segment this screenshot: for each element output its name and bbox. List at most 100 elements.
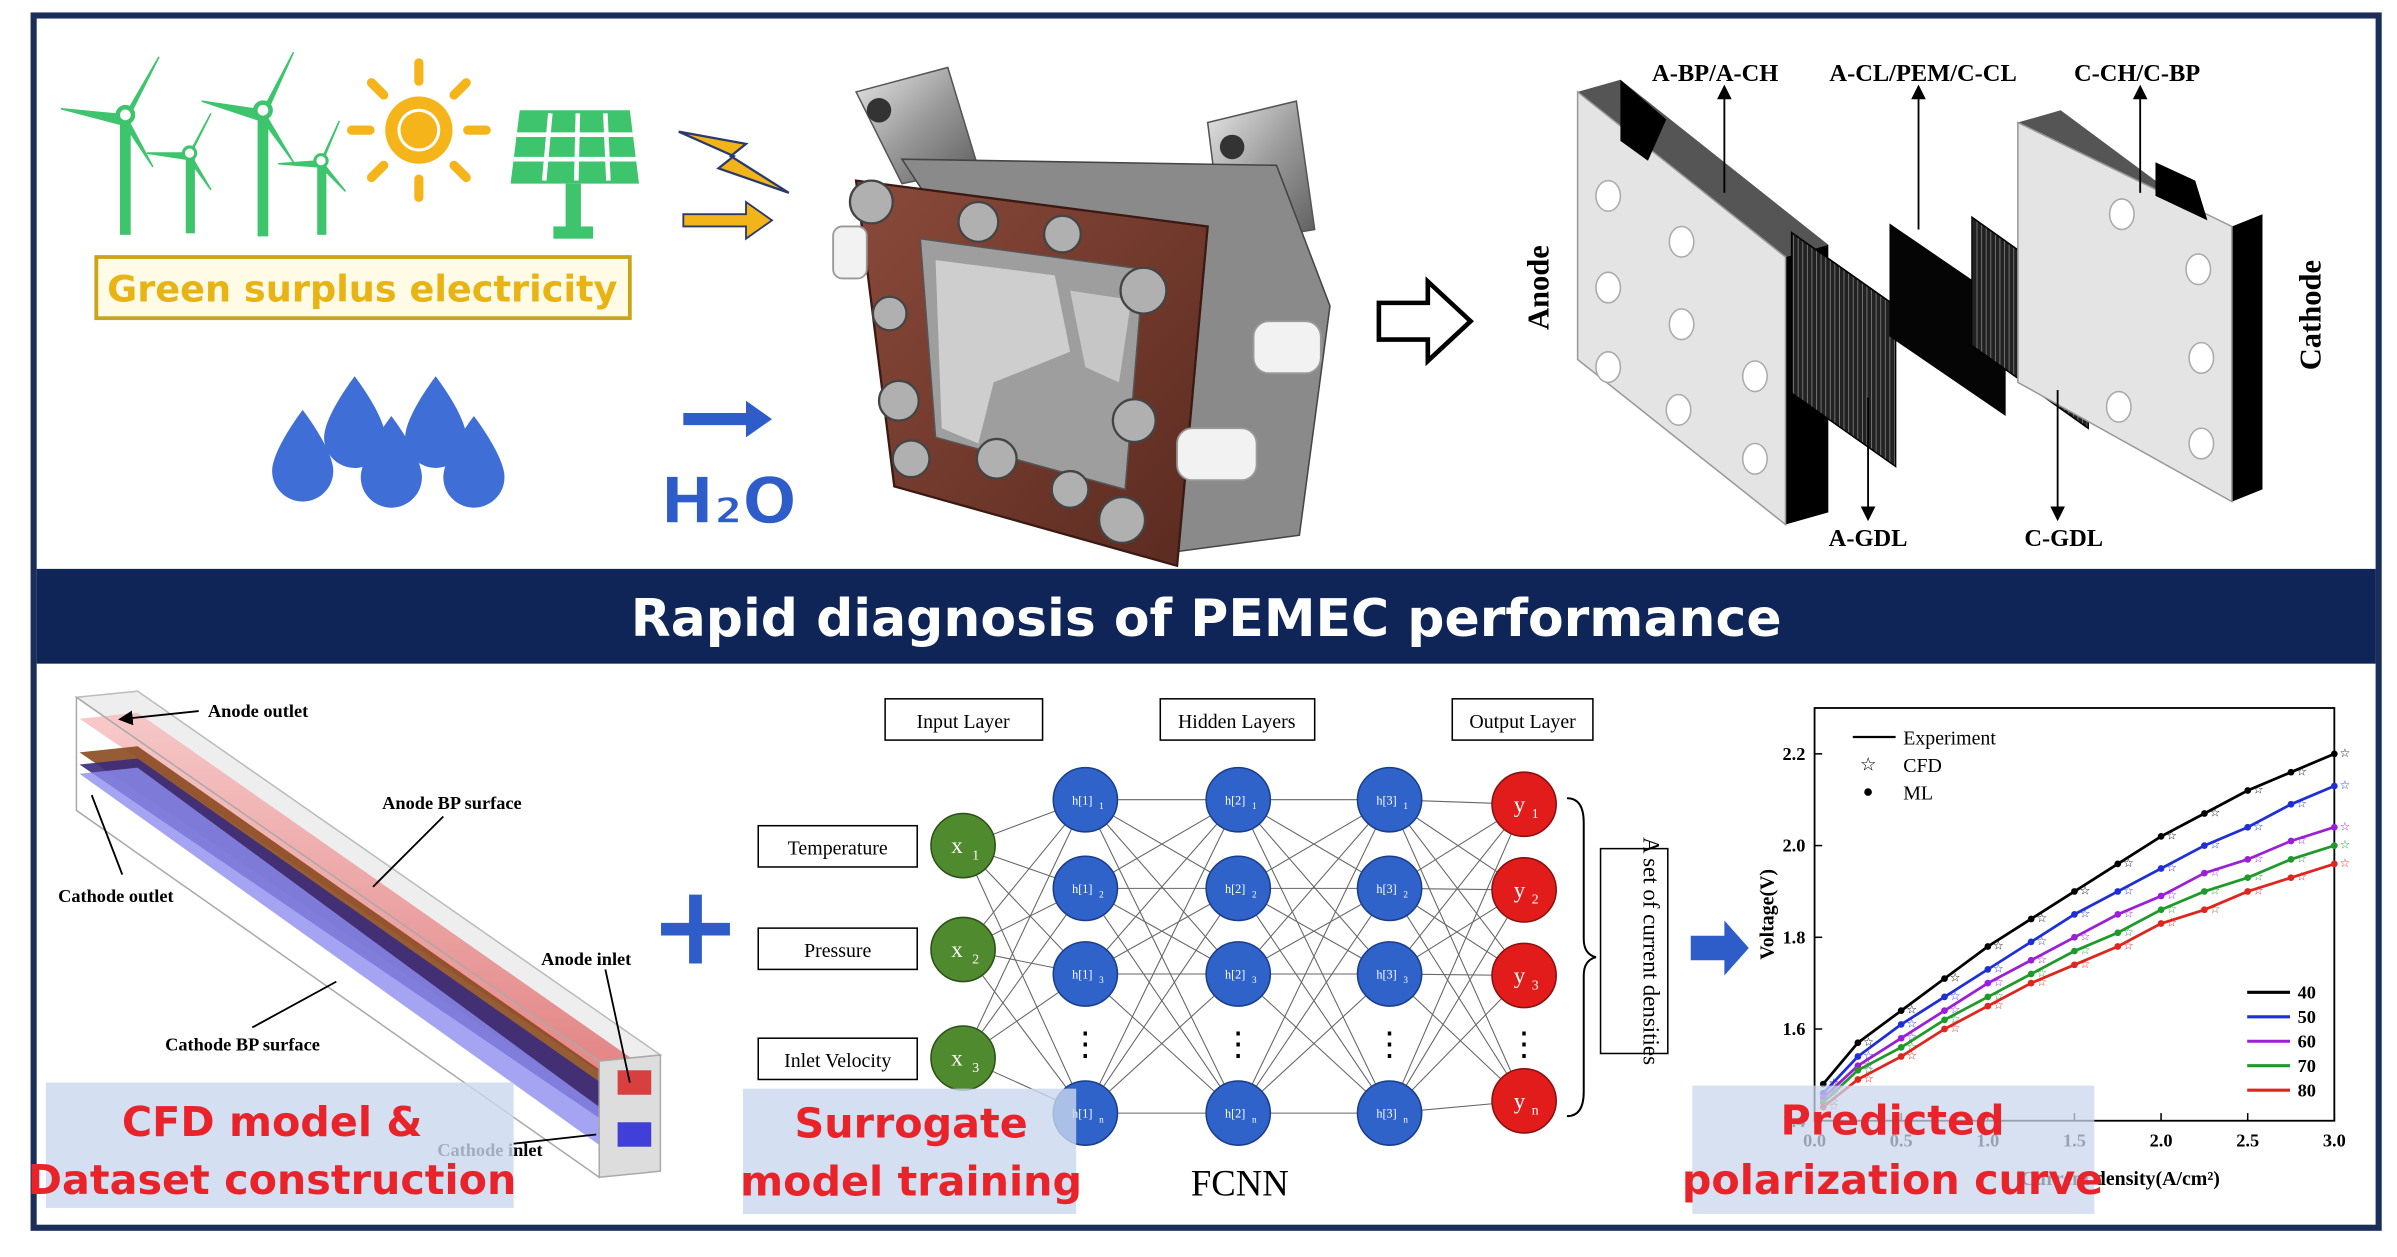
nn-hidden-node-sub: 3: [1252, 975, 1257, 985]
legend-marker-label: ML: [1903, 783, 1933, 805]
chart-point: [2201, 810, 2208, 817]
nn-caption-line1: Surrogate: [794, 1100, 1027, 1148]
chart-cfd-marker: ☆: [2123, 925, 2134, 939]
nn-output-node-sub: 2: [1532, 892, 1539, 907]
chart-point: [1854, 1039, 1862, 1047]
nn-output-node: [1491, 771, 1557, 838]
chart-cfd-marker: ☆: [1863, 1062, 1874, 1076]
chart-point: [2157, 920, 2165, 927]
nn-input-node-label: x: [951, 1046, 963, 1071]
chart-cfd-marker: ☆: [2123, 883, 2134, 897]
chart-caption-line1: Predicted: [1781, 1096, 2005, 1144]
legend-label-50: 50: [2298, 1007, 2316, 1027]
chart-cfd-marker: ☆: [2080, 883, 2091, 897]
nn-hidden-node-label: h[2]: [1225, 968, 1245, 982]
chart-cfd-marker: ☆: [1906, 1049, 1917, 1063]
nn-hidden-node: [1205, 941, 1272, 1007]
nn-edge: [1389, 799, 1525, 1102]
chart-cfd-marker: ☆: [2296, 870, 2307, 884]
stack-label-agdl: A-GDL: [1829, 525, 1908, 552]
nn-hidden-node-label: h[3]: [1376, 1107, 1396, 1121]
nn-input-velocity: Inlet Velocity: [784, 1050, 891, 1072]
nn-hidden-node-sub: 3: [1099, 975, 1104, 985]
nn-hidden-node: [1052, 855, 1119, 922]
lightning-icon: [678, 130, 790, 194]
chart-point: [2330, 860, 2338, 868]
legend-label-40: 40: [2298, 982, 2316, 1002]
nn-hidden-node-sub: 1: [1099, 801, 1104, 811]
chart-cfd-marker: ☆: [2036, 975, 2047, 989]
chart-cfd-marker: ☆: [1906, 1030, 1917, 1044]
chart-point: [2157, 865, 2165, 872]
nn-edge: [962, 888, 1086, 1059]
chart-point: [1854, 1066, 1862, 1074]
chart-cfd-marker: ☆: [2166, 861, 2177, 875]
cfd-anode-inlet: Anode inlet: [541, 949, 632, 969]
nn-output-node-sub: 1: [1532, 806, 1539, 821]
legend-dot-swatch: [1864, 788, 1872, 796]
cfd-caption-line2: Dataset construction: [28, 1156, 517, 1204]
stack-label-abp: A-BP/A-CH: [1652, 60, 1778, 87]
chart-cfd-marker: ☆: [2296, 851, 2307, 865]
chart-x-tick-label: 3.0: [2323, 1131, 2346, 1151]
nn-edge: [962, 799, 1086, 1059]
nn-output-node: [1491, 857, 1557, 923]
cfd-caption-line1: CFD model &: [122, 1098, 422, 1146]
chart-point: [2071, 911, 2078, 918]
legend-label-70: 70: [2298, 1056, 2316, 1076]
chart-point: [2287, 768, 2295, 776]
chart-cfd-marker: ☆: [2340, 746, 2351, 760]
nn-output-node-label: y: [1514, 878, 1526, 903]
chart-cfd-marker: ☆: [2080, 957, 2091, 971]
nn-output-layer-title: Output Layer: [1469, 711, 1576, 733]
legend-marker-label: Experiment: [1903, 728, 1996, 750]
electrolyzer-photo: [832, 66, 1331, 568]
nn-caption-box: [742, 1088, 1077, 1214]
plus-icon: +: [649, 861, 741, 989]
nn-output-node-label: y: [1514, 1089, 1526, 1114]
legend-label-80: 80: [2298, 1080, 2316, 1100]
chart-x-tick-label: 2.5: [2236, 1131, 2259, 1151]
nn-output-node-sub: n: [1532, 1103, 1539, 1118]
chart-point: [2201, 842, 2208, 849]
chart-point: [2114, 888, 2122, 895]
nn-hidden-node-sub: n: [1252, 1114, 1257, 1124]
chart-y-tick-label: 1.8: [1782, 927, 1805, 947]
chart-point: [1984, 993, 1992, 1001]
chart-x-tick-label: 2.0: [2150, 1131, 2173, 1151]
chart-point: [1984, 943, 1992, 950]
nn-input-boxes: [757, 824, 918, 1081]
solar-panel-icon: [510, 110, 639, 239]
chart-point: [1984, 966, 1992, 973]
nn-vdots: ⋮: [1373, 1026, 1407, 1063]
chart-point: [2071, 933, 2078, 941]
chart-cfd-marker: ☆: [1906, 1039, 1917, 1053]
chart-point: [2027, 915, 2035, 923]
nn-hidden-node: [1205, 855, 1272, 922]
chart-caption-line2: polarization curve: [1682, 1156, 2103, 1204]
chart-cfd-marker: ☆: [2210, 883, 2221, 897]
nn-output-node: [1491, 942, 1557, 1009]
chart-point: [1897, 1044, 1905, 1051]
chart-point: [1941, 993, 1948, 1001]
chart-point: [2114, 911, 2122, 918]
nn-hidden-node-label: h[2]: [1225, 793, 1245, 807]
nn-input-node-sub: 1: [972, 847, 979, 862]
nn-layer-title-boxes: [884, 698, 1594, 741]
chart-cfd-marker: ☆: [1863, 1049, 1874, 1063]
water-label: H₂O: [660, 464, 796, 539]
nn-edge: [1084, 799, 1239, 1114]
chart-cfd-marker: ☆: [2036, 966, 2047, 980]
nn-output-node-sub: 3: [1532, 977, 1539, 992]
stack-label-cgdl: C-GDL: [2024, 525, 2103, 552]
chart-cfd-marker: ☆: [2080, 943, 2091, 957]
chart-cfd-marker: ☆: [2340, 856, 2351, 870]
nn-hidden-node-sub: 2: [1403, 890, 1408, 900]
chart-cfd-marker: ☆: [2080, 929, 2091, 943]
nn-input-node: [930, 812, 996, 879]
chart-point: [1897, 1053, 1905, 1060]
cfd-cathode-bp: Cathode BP surface: [165, 1034, 320, 1054]
chart-point: [2114, 929, 2122, 937]
chart-point: [2244, 787, 2252, 794]
